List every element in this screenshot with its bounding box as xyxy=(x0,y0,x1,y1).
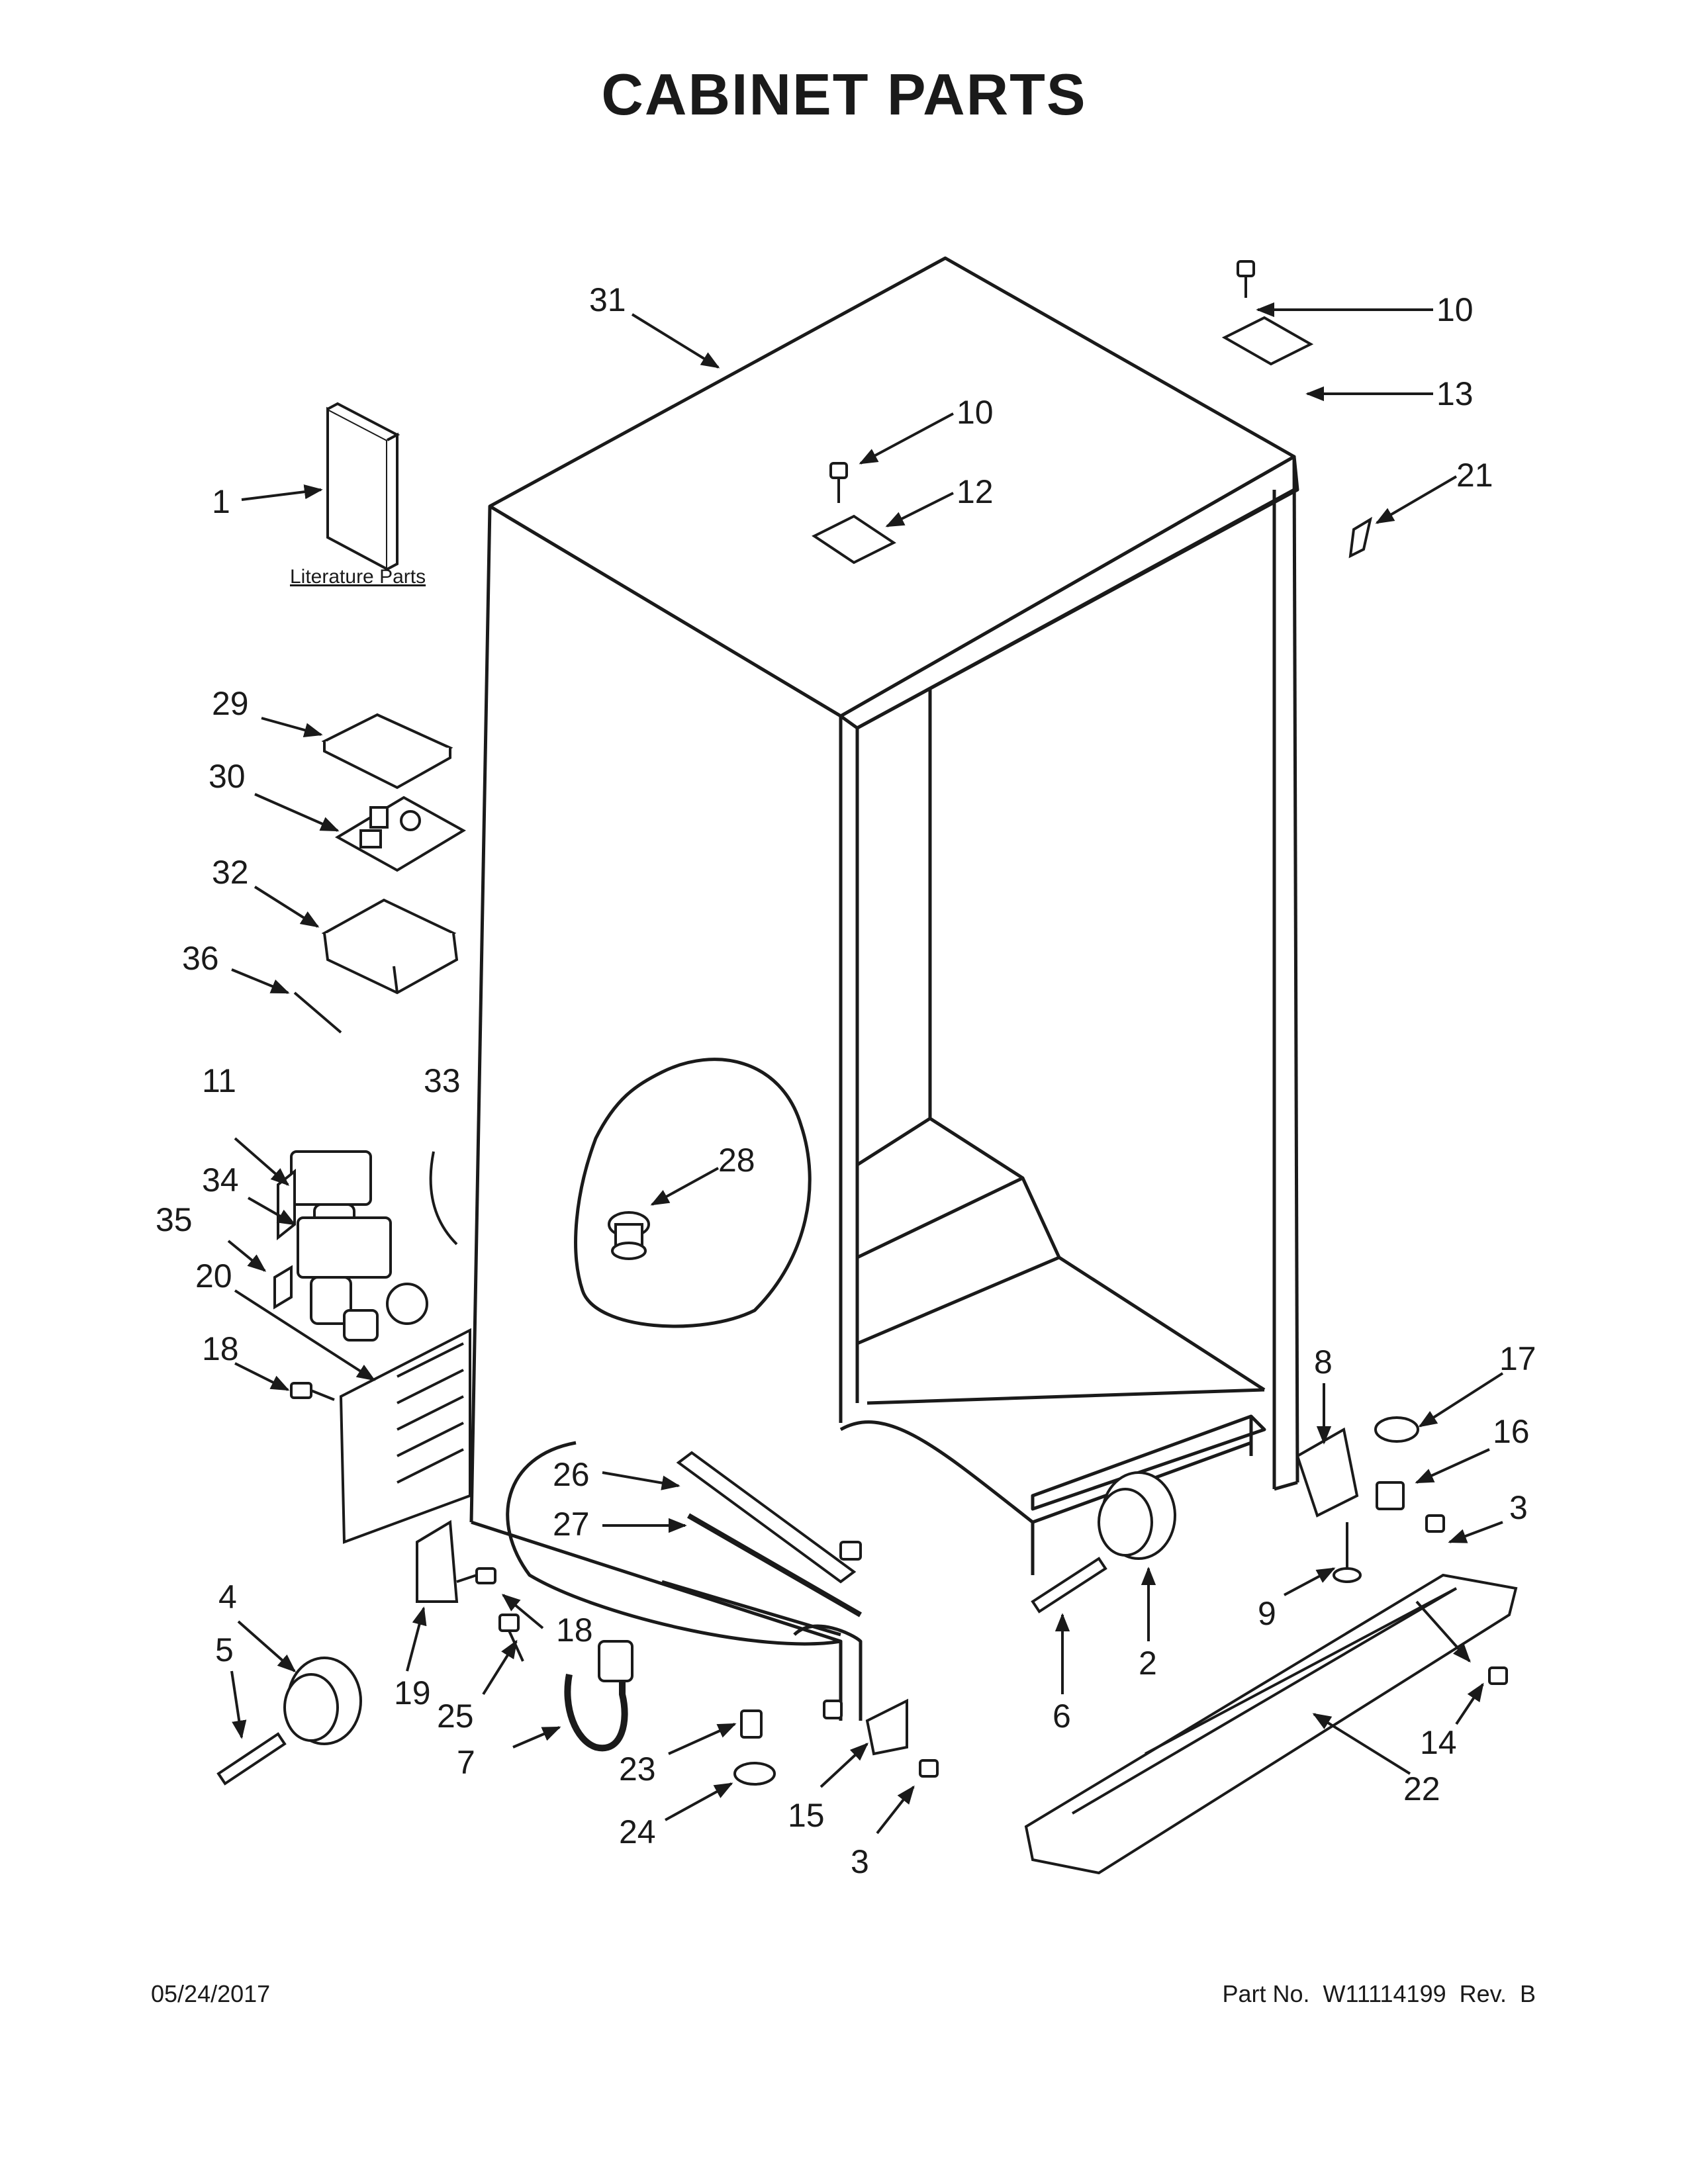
cutaway-oval xyxy=(574,1058,812,1328)
control-board-part xyxy=(335,796,466,872)
clip-part xyxy=(273,1265,293,1310)
callout-leaders xyxy=(227,302,1504,1835)
callout-1: 1 xyxy=(212,483,230,520)
tube-part xyxy=(429,1151,458,1246)
callout-labels: 31 10 13 10 12 21 1 29 30 32 36 11 33 28… xyxy=(156,281,1536,1880)
callout-9: 9 xyxy=(1258,1595,1276,1632)
callout-10-top-right: 10 xyxy=(1436,291,1474,328)
callout-23: 23 xyxy=(619,1751,656,1788)
wire-part xyxy=(293,991,342,1034)
callout-22: 22 xyxy=(1403,1770,1440,1807)
callout-2: 2 xyxy=(1139,1645,1157,1682)
callout-21: 21 xyxy=(1456,457,1493,494)
screw-part xyxy=(290,260,1508,1778)
callout-16: 16 xyxy=(1493,1413,1530,1450)
wheel-part xyxy=(283,1471,1176,1745)
callout-10-center: 10 xyxy=(957,394,994,431)
callout-36: 36 xyxy=(182,940,219,977)
cover-part xyxy=(321,713,453,790)
callout-17: 17 xyxy=(1499,1340,1536,1377)
drain-tube-part xyxy=(564,1655,628,1752)
callout-34: 34 xyxy=(202,1161,239,1199)
callout-31: 31 xyxy=(589,281,626,318)
callout-28: 28 xyxy=(718,1142,755,1179)
page-title: CABINET PARTS xyxy=(601,62,1087,127)
clip-21-part xyxy=(1348,516,1372,559)
callout-25: 25 xyxy=(437,1698,474,1735)
callout-8: 8 xyxy=(1314,1343,1333,1381)
bracket-plate-part xyxy=(339,1328,471,1544)
callout-30: 30 xyxy=(209,758,246,795)
cabinet-body xyxy=(469,256,1299,1721)
footer-date: 05/24/2017 xyxy=(151,1980,271,2007)
callout-33: 33 xyxy=(424,1062,461,1099)
callout-24: 24 xyxy=(619,1813,656,1850)
callout-4: 4 xyxy=(218,1578,237,1615)
callout-12: 12 xyxy=(957,473,994,510)
base-grille-part xyxy=(1024,1573,1518,1875)
footer-part-number: Part No. W11114199 Rev. B xyxy=(1222,1980,1536,2007)
callout-35: 35 xyxy=(156,1201,193,1238)
callout-26: 26 xyxy=(553,1456,590,1493)
callout-19: 19 xyxy=(394,1674,431,1711)
callout-7: 7 xyxy=(457,1744,475,1781)
hinge-pin-parts xyxy=(1374,1416,1419,1510)
dual-water-valve-part xyxy=(297,1216,428,1342)
callout-14: 14 xyxy=(1420,1724,1457,1761)
axle-part xyxy=(216,1557,1107,1786)
top-hinge-parts xyxy=(812,316,1314,565)
callout-18-center: 18 xyxy=(556,1612,593,1649)
literature-parts-caption: Literature Parts xyxy=(290,566,426,588)
callout-3-right: 3 xyxy=(1509,1489,1528,1526)
hinge-bracket-part xyxy=(1295,1427,1359,1518)
callout-13: 13 xyxy=(1436,375,1474,412)
leveler-part xyxy=(733,1709,776,1786)
rod-parts xyxy=(676,1451,862,1617)
literature-part xyxy=(326,402,400,572)
callout-27: 27 xyxy=(553,1506,590,1543)
housing-part xyxy=(321,898,459,995)
callout-15: 15 xyxy=(788,1797,825,1834)
callout-29: 29 xyxy=(212,685,249,722)
callout-5: 5 xyxy=(215,1631,234,1668)
bracket-15-part xyxy=(865,1698,908,1756)
bracket-19-part xyxy=(416,1520,459,1603)
callout-18-left: 18 xyxy=(202,1330,239,1367)
grommet-part xyxy=(608,1211,650,1260)
leveling-leg-part xyxy=(1333,1522,1362,1583)
callout-32: 32 xyxy=(212,854,249,891)
callout-6: 6 xyxy=(1053,1698,1071,1735)
callout-11: 11 xyxy=(202,1062,236,1099)
callout-3-bottom: 3 xyxy=(851,1843,869,1880)
callout-20: 20 xyxy=(195,1257,232,1295)
